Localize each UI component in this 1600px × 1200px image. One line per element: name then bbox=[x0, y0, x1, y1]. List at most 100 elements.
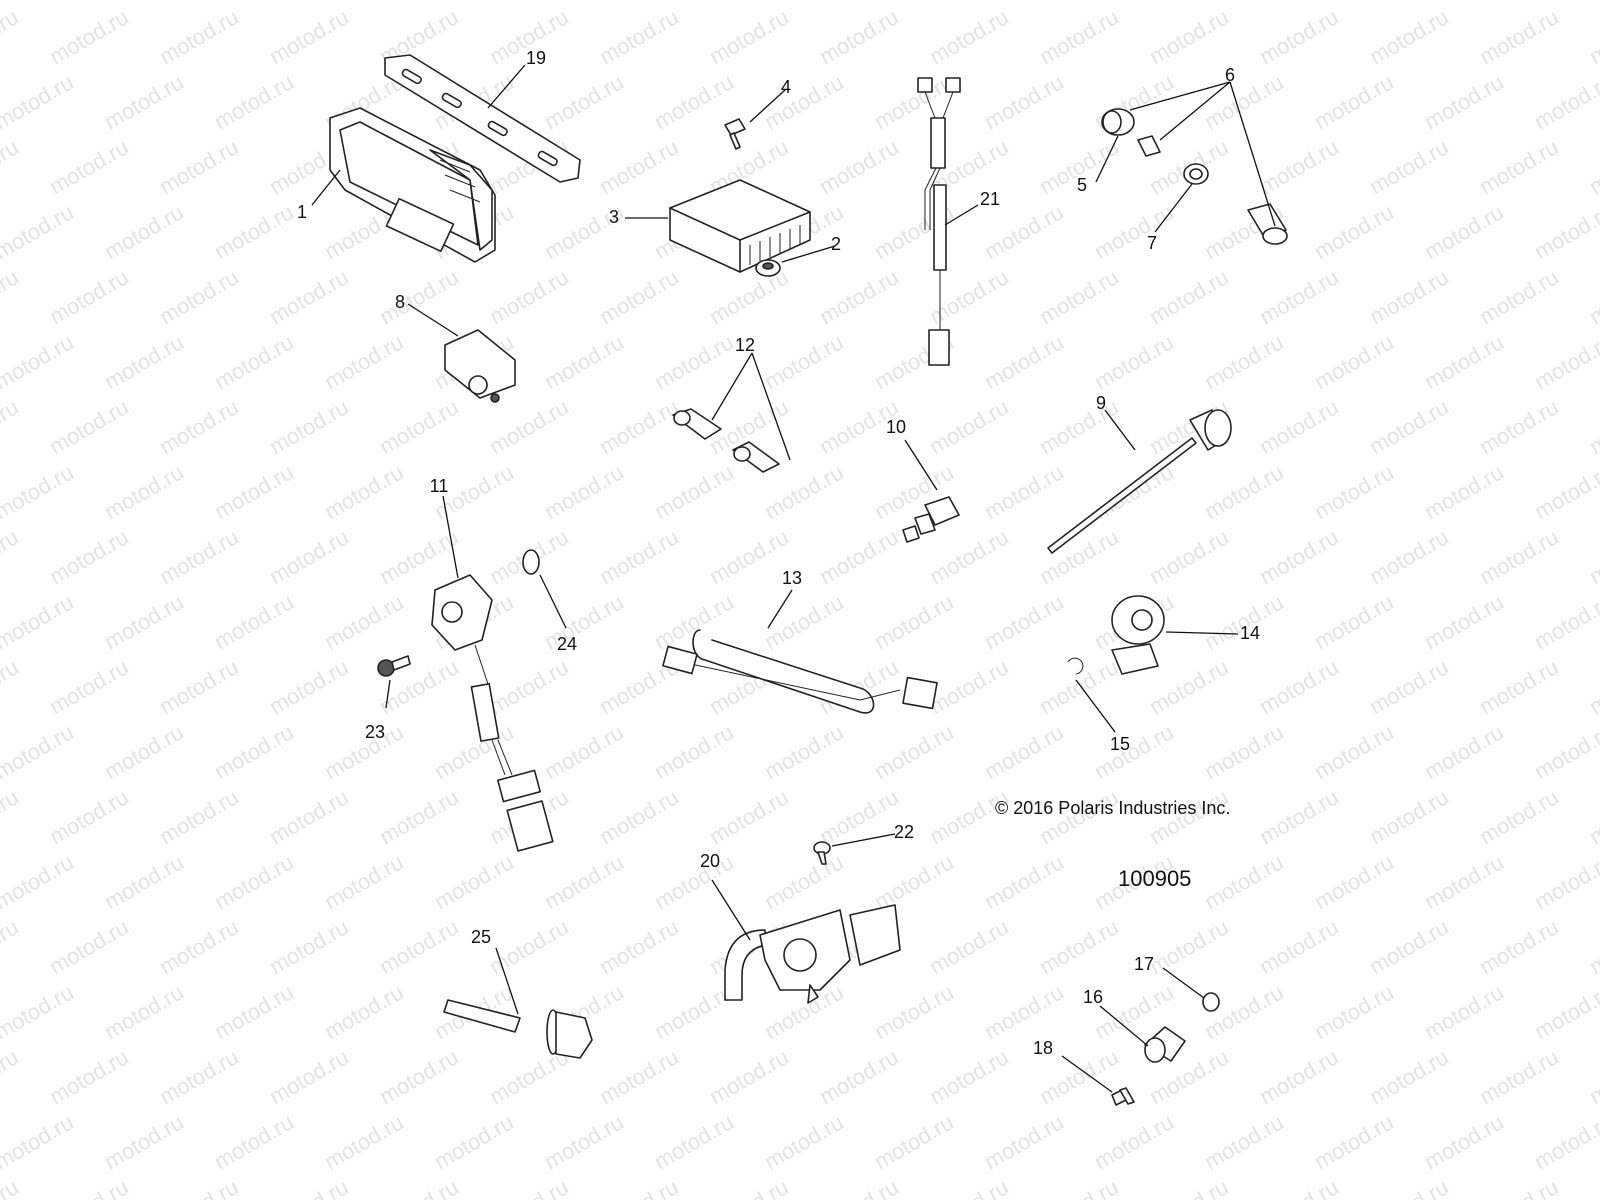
part-25-sensor[interactable] bbox=[443, 999, 593, 1059]
watermark-text: motod.ru bbox=[980, 69, 1068, 134]
watermark-text: motod.ru bbox=[595, 4, 683, 69]
part-3-fuse-box[interactable] bbox=[669, 179, 811, 273]
part-18-bolt[interactable] bbox=[1111, 1087, 1135, 1106]
watermark-text: motod.ru bbox=[1420, 329, 1508, 394]
watermark-text: motod.ru bbox=[1585, 1044, 1600, 1109]
watermark-text: motod.ru bbox=[320, 849, 408, 914]
watermark-text: motod.ru bbox=[1255, 1174, 1343, 1200]
watermark-text: motod.ru bbox=[1090, 0, 1178, 4]
watermark-text: motod.ru bbox=[485, 394, 573, 459]
watermark-text: motod.ru bbox=[1310, 329, 1398, 394]
part-8-map-sensor[interactable] bbox=[444, 329, 516, 403]
part-14-knock-sensor[interactable] bbox=[1111, 595, 1165, 675]
watermark-text: motod.ru bbox=[1310, 719, 1398, 784]
watermark-text: motod.ru bbox=[870, 0, 958, 4]
part-21-harness[interactable] bbox=[917, 77, 961, 366]
part-23-bolt[interactable] bbox=[377, 655, 411, 677]
watermark-text: motod.ru bbox=[1585, 264, 1600, 329]
watermark-text: motod.ru bbox=[155, 784, 243, 849]
watermark-text: motod.ru bbox=[155, 1174, 243, 1200]
callout-9: 9 bbox=[1096, 393, 1106, 413]
callouts: 1 2 3 4 5 6 7 8 9 10 11 12 13 14 15 16 1… bbox=[297, 48, 1260, 1058]
watermark-text: motod.ru bbox=[1145, 264, 1233, 329]
part-6-sensor[interactable] bbox=[1247, 203, 1288, 245]
watermark-text: motod.ru bbox=[705, 4, 793, 69]
watermark-text: motod.ru bbox=[1475, 654, 1563, 719]
watermark-text: motod.ru bbox=[1530, 719, 1600, 784]
watermark-text: motod.ru bbox=[925, 1174, 1013, 1200]
callout-14: 14 bbox=[1240, 623, 1260, 643]
watermark-text: motod.ru bbox=[1475, 524, 1563, 589]
watermark-text: motod.ru bbox=[1585, 4, 1600, 69]
part-17-o-ring[interactable] bbox=[1202, 992, 1220, 1012]
part-9-sensor[interactable] bbox=[1047, 409, 1232, 554]
part-4-screw[interactable] bbox=[724, 118, 746, 150]
watermark-text: motod.ru bbox=[45, 4, 133, 69]
watermark-text: motod.ru bbox=[210, 459, 298, 524]
watermark-text: motod.ru bbox=[1255, 264, 1343, 329]
watermark-text: motod.ru bbox=[870, 1109, 958, 1174]
watermark-text: motod.ru bbox=[1530, 199, 1600, 264]
watermark-text: motod.ru bbox=[650, 719, 738, 784]
watermark-text: motod.ru bbox=[210, 719, 298, 784]
watermark-text: motod.ru bbox=[1035, 264, 1123, 329]
watermark-text: motod.ru bbox=[0, 849, 78, 914]
watermark-text: motod.ru bbox=[320, 719, 408, 784]
watermark-text: motod.ru bbox=[1255, 394, 1343, 459]
part-7-nut[interactable] bbox=[1183, 163, 1209, 185]
watermark-text: motod.ru bbox=[650, 329, 738, 394]
watermark-text: motod.ru bbox=[815, 524, 903, 589]
watermark-text: motod.ru bbox=[0, 329, 78, 394]
watermark-text: motod.ru bbox=[1420, 849, 1508, 914]
watermark-text: motod.ru bbox=[1255, 654, 1343, 719]
leader-lines bbox=[311, 64, 1276, 1093]
callout-6: 6 bbox=[1225, 65, 1235, 85]
part-1-ecu[interactable] bbox=[329, 107, 496, 263]
watermark-text: motod.ru bbox=[1145, 1174, 1233, 1200]
watermark-text: motod.ru bbox=[1310, 979, 1398, 1044]
watermark-text: motod.ru bbox=[1035, 914, 1123, 979]
watermark-text: motod.ru bbox=[1365, 134, 1453, 199]
watermark-text: motod.ru bbox=[595, 524, 683, 589]
watermark-text: motod.ru bbox=[925, 264, 1013, 329]
part-16-elbow[interactable] bbox=[1144, 1026, 1186, 1063]
watermark-text: motod.ru bbox=[870, 849, 958, 914]
watermark-text: motod.ru bbox=[45, 1174, 133, 1200]
watermark-text: motod.ru bbox=[1530, 849, 1600, 914]
part-15-clip[interactable] bbox=[1067, 657, 1084, 675]
watermark-text: motod.ru bbox=[1200, 719, 1288, 784]
watermark-text: motod.ru bbox=[0, 1174, 23, 1200]
watermark-text: motod.ru bbox=[1530, 1109, 1600, 1174]
callout-8: 8 bbox=[395, 292, 405, 312]
part-24-o-ring[interactable] bbox=[522, 549, 540, 575]
watermark-text: motod.ru bbox=[595, 914, 683, 979]
watermark-text: motod.ru bbox=[540, 329, 628, 394]
watermark-text: motod.ru bbox=[430, 1109, 518, 1174]
part-13-harness[interactable] bbox=[662, 629, 938, 714]
watermark-text: motod.ru bbox=[925, 4, 1013, 69]
watermark-text: motod.ru bbox=[1365, 1044, 1453, 1109]
watermark-text: motod.ru bbox=[320, 459, 408, 524]
part-20-valve[interactable] bbox=[724, 904, 901, 1004]
part-19-bracket[interactable] bbox=[384, 54, 581, 183]
part-12-connector[interactable] bbox=[672, 408, 780, 473]
watermark-text: motod.ru bbox=[265, 914, 353, 979]
watermark-text: motod.ru bbox=[265, 784, 353, 849]
watermark-text: motod.ru bbox=[1420, 589, 1508, 654]
watermark-text: motod.ru bbox=[210, 329, 298, 394]
callout-18: 18 bbox=[1033, 1038, 1053, 1058]
watermark-text: motod.ru bbox=[265, 1174, 353, 1200]
part-10-temp-sensor[interactable] bbox=[902, 496, 960, 543]
watermark-text: motod.ru bbox=[1200, 979, 1288, 1044]
watermark-text: motod.ru bbox=[100, 69, 188, 134]
part-6-clip[interactable] bbox=[1137, 135, 1161, 157]
part-11-tps-sensor[interactable] bbox=[431, 574, 554, 852]
watermark-text: motod.ru bbox=[1035, 654, 1123, 719]
part-22-screw[interactable] bbox=[813, 841, 831, 865]
part-5-sensor-cap[interactable] bbox=[1101, 108, 1135, 136]
watermark-text: motod.ru bbox=[980, 719, 1068, 784]
part-2-grommet[interactable] bbox=[755, 259, 781, 277]
watermark-text: motod.ru bbox=[540, 1109, 628, 1174]
watermark-text: motod.ru bbox=[1255, 914, 1343, 979]
watermark-text: motod.ru bbox=[1420, 459, 1508, 524]
